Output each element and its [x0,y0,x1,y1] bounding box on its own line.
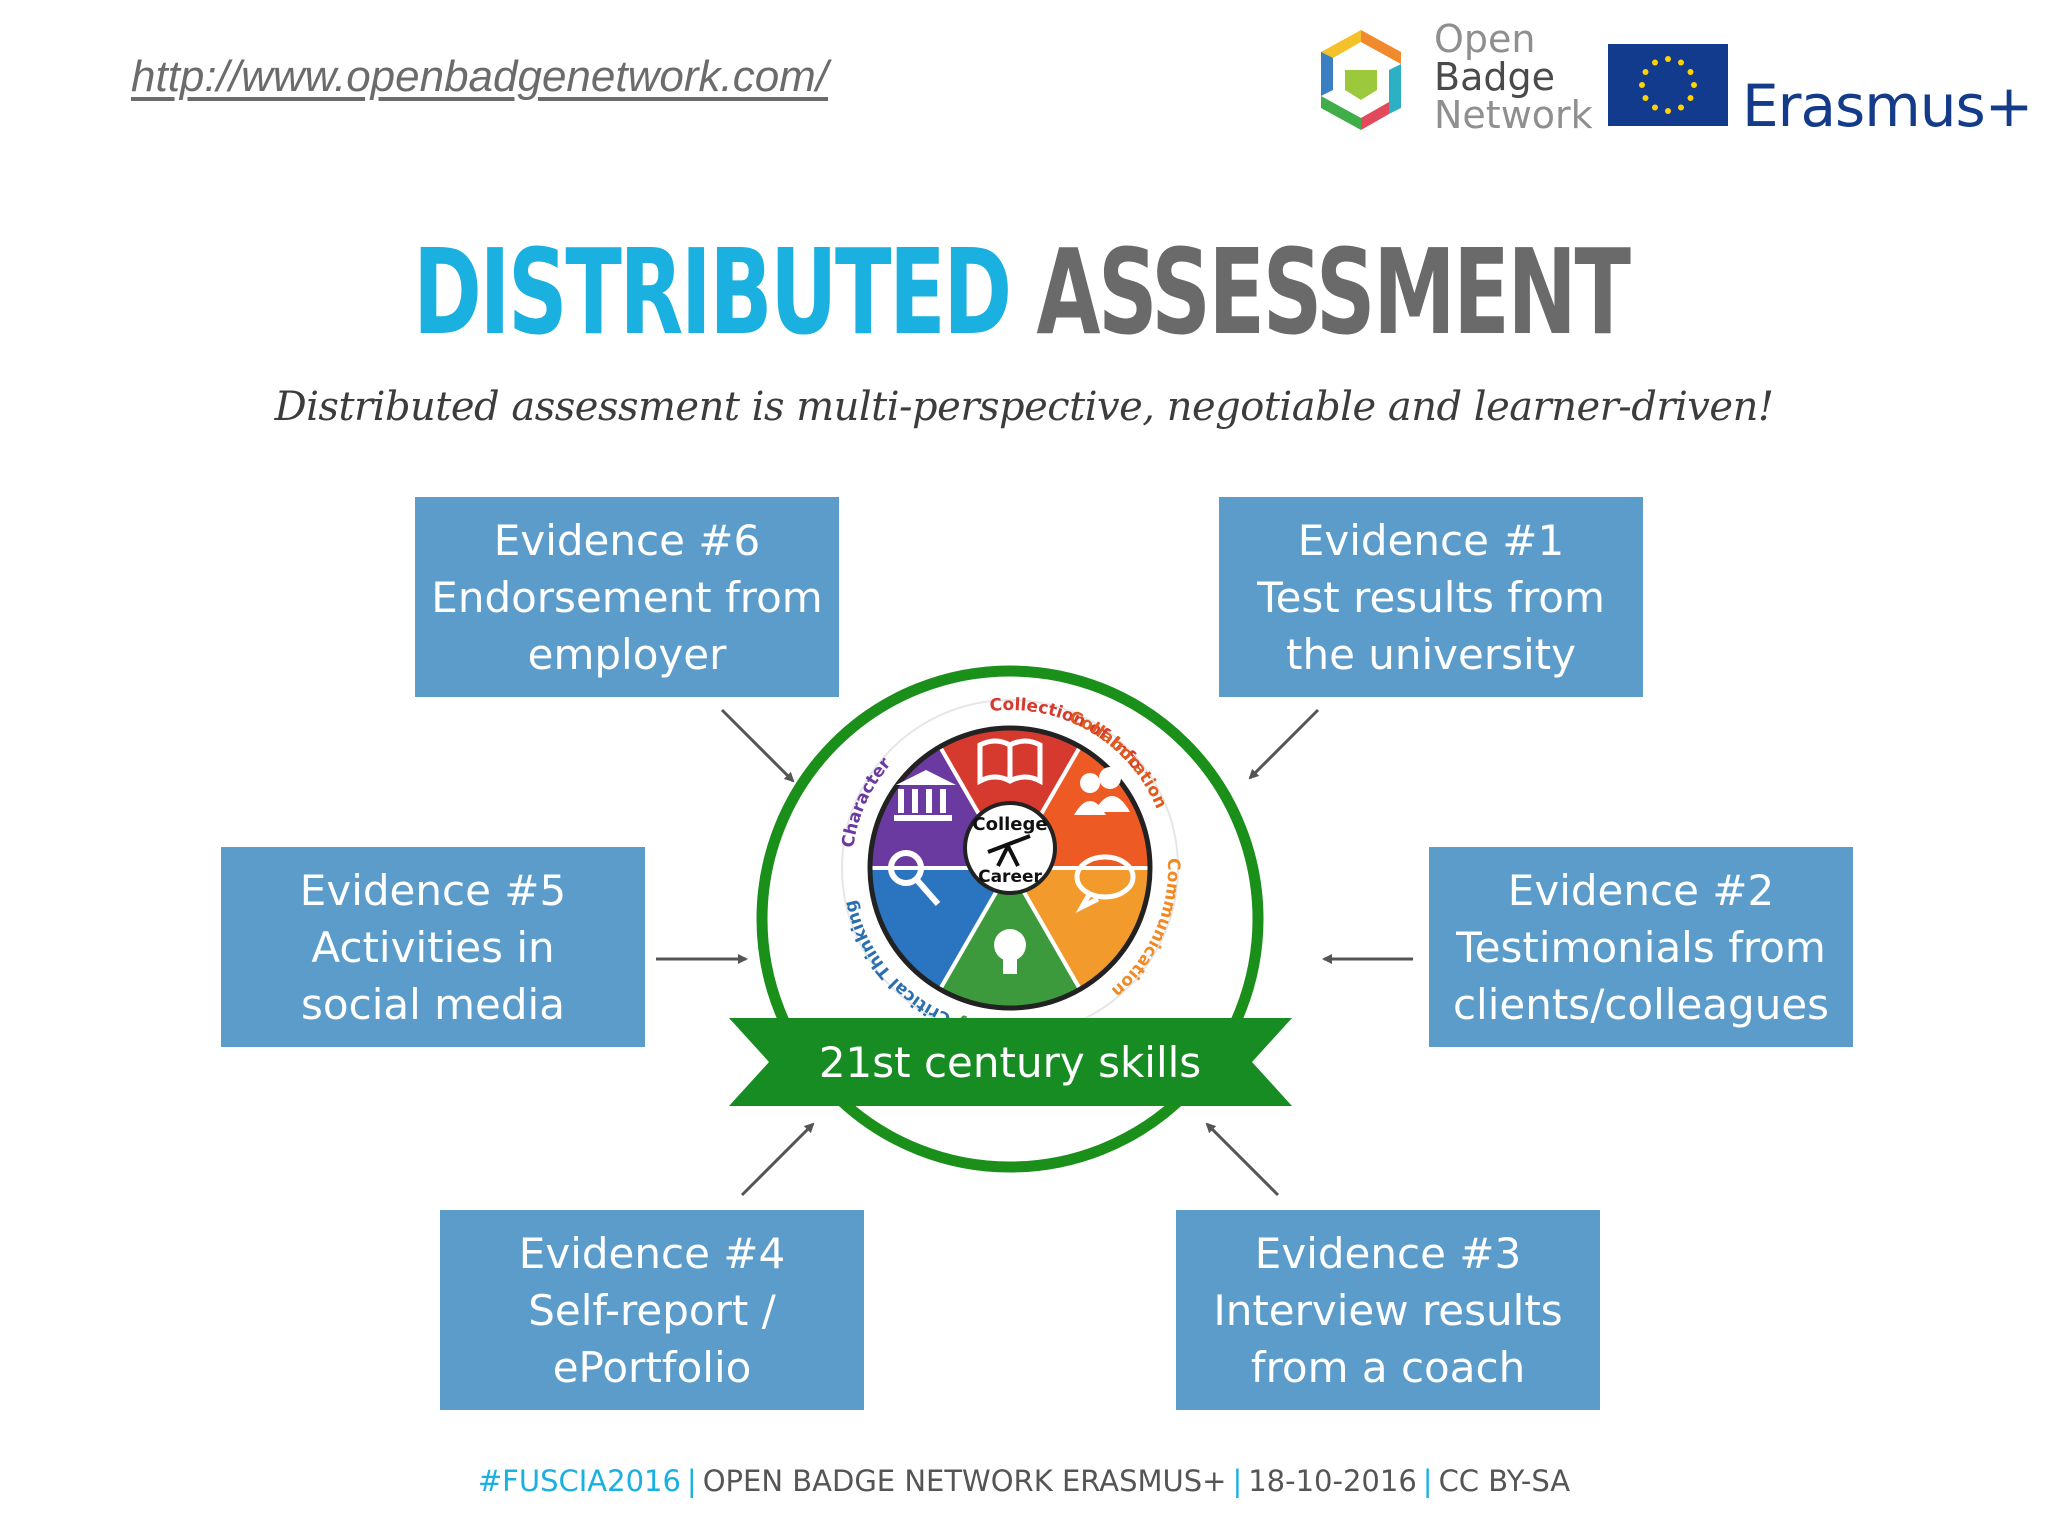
page-title: DISTRIBUTED ASSESSMENT [222,222,1819,362]
evidence-2-box: Evidence #2 Testimonials from clients/co… [1429,847,1853,1047]
svg-text:Critical Thinking: Critical Thinking [840,898,953,1029]
eu-star [1639,82,1645,88]
open-badge-network-logo-icon [1321,30,1401,130]
eu-flag-icon [1608,44,1728,126]
evidence-6-box: Evidence #6 Endorsement from employer [415,497,839,697]
eu-star [1665,108,1671,114]
evidence-6-line1: Endorsement from [431,572,823,622]
logo-line-network: Network [1434,93,1593,137]
svg-text:Collaboration: Collaboration [1066,707,1171,811]
svg-text:Character: Character [838,754,895,849]
eu-star [1665,56,1671,62]
wheel-segment-collection [937,726,1083,872]
building-icon [894,770,956,821]
title-distributed: DISTRIBUTED [413,223,1012,361]
arrow-evidence-3 [1205,1122,1280,1197]
eu-star [1678,104,1684,111]
evidence-2-title: Evidence #2 [1507,865,1775,915]
college-career-hub [963,801,1057,895]
evidence-6-line2: employer [527,629,727,679]
eu-star [1642,95,1649,101]
eu-star [1652,104,1658,111]
eu-star [1687,69,1694,75]
eu-star [1691,82,1697,88]
footer-event: OPEN BADGE NETWORK ERASMUS+ [702,1464,1227,1498]
people-icon [1074,767,1130,815]
evidence-3-line2: from a coach [1250,1342,1526,1392]
evidence-5-box: Evidence #5 Activities in social media [221,847,645,1047]
open-badge-network-wordmark: Open Badge Network [1434,20,1593,134]
svg-text:Collection of Info: Collection of Info [989,695,1146,774]
arrow-evidence-4 [740,1122,815,1197]
evidence-4-box: Evidence #4 Self-report / ePortfolio [440,1210,864,1410]
evidence-3-line1: Interview results [1213,1285,1563,1335]
ring-label-collaboration: Collaboration [1066,707,1171,811]
evidence-4-line1: Self-report / [528,1285,776,1335]
wheel-segment-communication [1006,866,1153,992]
speech-bubble-icon [1074,854,1136,913]
eu-star [1687,95,1694,101]
wheel-segment-creativity [937,864,1083,1010]
hub-career-label: Career [978,867,1042,887]
outer-green-ring [756,665,1264,1173]
footer-hashtag: #FUSCIA2016 [477,1464,681,1498]
skills-wheel-segments [867,725,1153,1011]
evidence-3-title: Evidence #3 [1254,1228,1522,1278]
book-icon [977,738,1043,786]
wheel-segment-character [867,744,1014,870]
lightbulb-icon [994,929,1026,974]
footer-date: 18-10-2016 [1248,1464,1417,1498]
evidence-1-line2: the university [1285,629,1577,679]
logo-line-open: Open [1434,17,1536,61]
hub-college-label: College [972,814,1047,835]
evidence-6-title: Evidence #6 [493,515,761,565]
ring-label-critical-thinking: Critical Thinking [840,898,953,1029]
evidence-4-title: Evidence #4 [518,1228,786,1278]
evidence-2-line2: clients/colleagues [1452,979,1830,1029]
page-footer: #FUSCIA2016|OPEN BADGE NETWORK ERASMUS+|… [477,1464,1571,1498]
logo-line-badge: Badge [1434,55,1555,99]
evidence-4-line2: ePortfolio [552,1342,752,1392]
page-subtitle: Distributed assessment is multi-perspect… [274,384,1774,430]
wheel-segment-collaboration [1006,744,1153,870]
eu-star [1678,59,1684,66]
arrow-evidence-1 [1248,708,1320,780]
svg-text:Communication: Communication [1107,858,1183,1001]
evidence-1-box: Evidence #1 Test results from the univer… [1219,497,1643,697]
magnifier-icon [888,850,941,906]
wheel-rim [867,725,1153,1011]
ring-label-collection: Collection of Info [989,695,1146,774]
evidence-5-title: Evidence #5 [299,865,567,915]
ring-label-communication: Communication [1107,858,1183,1001]
eu-star [1652,59,1658,66]
skills-banner-ribbon [729,1018,1292,1106]
svg-text:Creativity: Creativity [952,1012,1052,1041]
arrow-evidence-6 [720,708,795,783]
telescope-icon [987,834,1031,867]
title-assessment: ASSESSMENT [1036,223,1631,361]
skills-banner-label: 21st century skills [819,1038,1201,1087]
footer-license: CC BY-SA [1438,1464,1571,1498]
evidence-5-line2: social media [301,979,565,1029]
evidence-3-box: Evidence #3 Interview results from a coa… [1176,1210,1600,1410]
evidence-1-title: Evidence #1 [1297,515,1565,565]
website-url-link[interactable]: http://www.openbadgenetwork.com/ [131,52,829,101]
wheel-segment-critical-thinking [867,866,1014,992]
evidence-5-line1: Activities in [311,922,555,972]
ring-label-creativity: Creativity [952,1012,1052,1041]
ring-label-character: Character [838,754,895,849]
erasmus-plus-wordmark: Erasmus+ [1742,72,2033,140]
eu-star [1642,69,1649,75]
evidence-1-line1: Test results from [1257,572,1605,622]
evidence-2-line1: Testimonials from [1456,922,1826,972]
